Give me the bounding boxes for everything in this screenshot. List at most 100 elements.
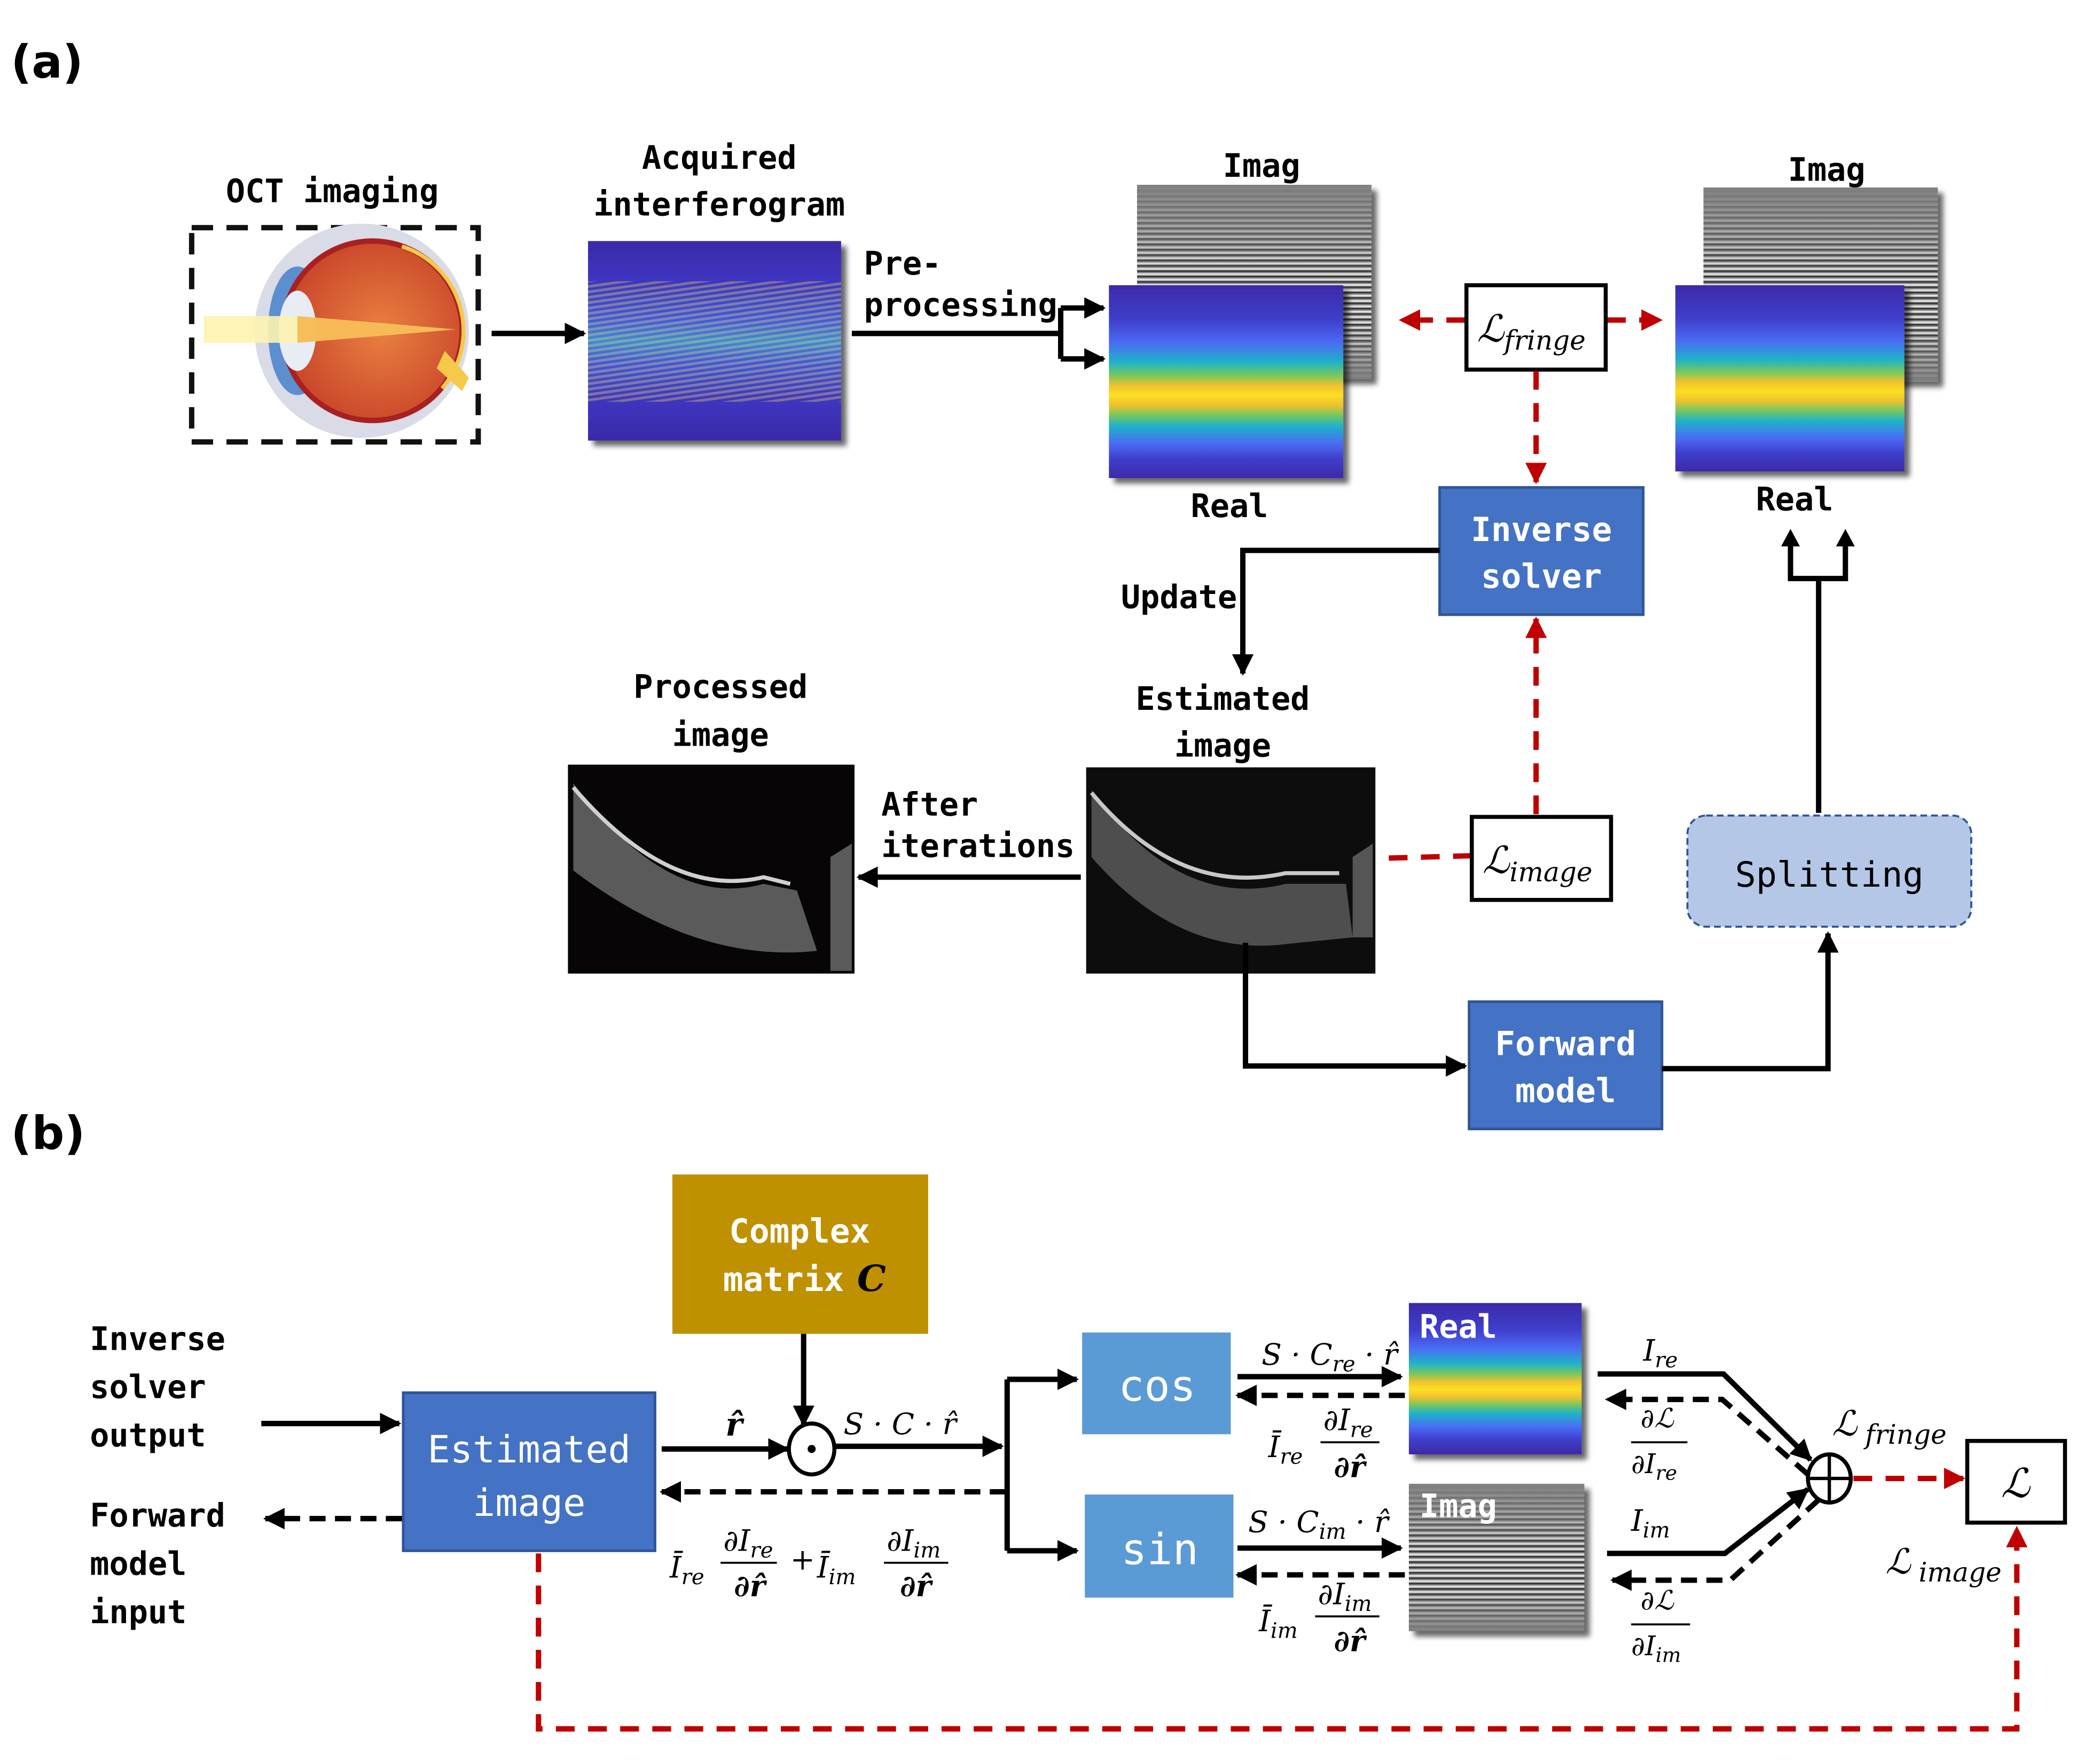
cos-forward-sub: re <box>1333 1352 1355 1376</box>
measured-real-image <box>1109 285 1344 479</box>
backprop-term1: Īre <box>669 1551 704 1590</box>
sin-label: sin <box>1121 1524 1198 1574</box>
processed-image-title-line1: Processed <box>633 668 808 706</box>
dl-dire-den-sub: re <box>1656 1461 1677 1484</box>
estimated-to-forward-arrow <box>1243 943 1468 1077</box>
l-image-symbol: ℒ <box>1886 1541 1912 1582</box>
i-im-to-sum-arrow <box>1607 1487 1810 1556</box>
inverse-solver-line2: solver <box>1481 557 1602 596</box>
acquired-title-line1: Acquired <box>642 139 797 177</box>
frac1-num: ∂I <box>723 1524 751 1558</box>
complex-matrix-line2: matrix <box>723 1260 844 1299</box>
loss-image-label: ℒimage <box>1483 839 1593 888</box>
i-im-sub: im <box>1643 1518 1670 1543</box>
backprop-frac2-num: ∂Iim <box>887 1524 941 1563</box>
i-re-sub: re <box>1655 1348 1678 1373</box>
fork-arrowhead-right <box>1836 529 1855 546</box>
cos-forward-suffix: · r̂ <box>1355 1338 1400 1372</box>
estimated-image-title-line1: Estimated <box>1135 680 1310 718</box>
sin-bw-den: ∂r̂ <box>1334 1624 1367 1658</box>
iim-sub: im <box>829 1565 856 1590</box>
estimated-imag-label: Imag <box>1788 151 1866 189</box>
dl-dim-num: ∂ℒ <box>1641 1585 1674 1616</box>
frac2-den: ∂r̂ <box>900 1569 933 1604</box>
sin-block[interactable] <box>1085 1494 1234 1598</box>
measured-imag-label: Imag <box>1223 147 1300 185</box>
frac1-den: ∂r̂ <box>734 1569 767 1604</box>
estimated-image-line1: Estimated <box>428 1428 631 1472</box>
hadamard-dot <box>808 1445 816 1453</box>
image-loss-feedback-path <box>536 1525 2028 1732</box>
eye-anatomy-icon <box>203 223 469 438</box>
sin-backward-bar: Īim <box>1258 1604 1298 1643</box>
cos-backward-bar: Īre <box>1268 1430 1303 1469</box>
estimated-image-line2: image <box>473 1481 585 1525</box>
panel-b-label: (b) <box>11 1107 85 1160</box>
i-im-label: Iim <box>1631 1504 1670 1543</box>
iim-bar: Ī <box>817 1551 830 1585</box>
sin-bw-num: ∂I <box>1318 1578 1345 1612</box>
ire-sub: re <box>681 1565 704 1590</box>
i-im-base: I <box>1631 1504 1643 1538</box>
sin-backward-num: ∂Iim <box>1318 1578 1372 1617</box>
cos-forward-label: S · Cre · r̂ <box>1261 1338 1399 1377</box>
i-re-to-sum-arrow <box>1597 1371 1813 1462</box>
inverse-solver-output-line1: Inverse <box>90 1320 225 1358</box>
cos-bw-num: ∂I <box>1323 1404 1351 1438</box>
sum-to-real-backprop <box>1604 1388 1810 1477</box>
dl-dire-den-base: ∂I <box>1631 1448 1656 1480</box>
sin-forward-sub: im <box>1319 1520 1346 1544</box>
estimated-image-block[interactable] <box>402 1391 656 1552</box>
l-image-sub: image <box>1919 1556 2002 1588</box>
forward-model-block[interactable] <box>1468 1000 1664 1131</box>
total-loss-box <box>1965 1439 2067 1525</box>
cos-bw-bar: Ī <box>1268 1430 1282 1465</box>
update-arrow <box>1232 547 1440 676</box>
frac2-num-sub: im <box>913 1538 941 1563</box>
panel-a-label: (a) <box>11 36 83 89</box>
forward-to-splitting-arrow <box>1662 931 1839 1071</box>
backprop-frac1-num: ∂Ire <box>723 1524 773 1563</box>
real-panel-label: Real <box>1420 1309 1497 1346</box>
imag-fringe-panel <box>1408 1484 1585 1631</box>
complex-matrix-line1: Complex <box>729 1212 870 1251</box>
estimated-oct-bscan <box>1086 767 1376 974</box>
r-hat-label: r̂ <box>725 1406 745 1444</box>
loss-fringe-label: ℒfringe <box>1477 307 1586 356</box>
sin-forward-suffix: · r̂ <box>1346 1505 1391 1539</box>
processed-image-title-line2: image <box>672 717 769 754</box>
sin-forward-label: S · Cim · r̂ <box>1248 1505 1390 1544</box>
cos-block[interactable] <box>1082 1332 1231 1435</box>
fork-arrowhead-left <box>1781 529 1800 546</box>
forward-model-line2: model <box>1515 1071 1616 1110</box>
l-fringe-sub: fringe <box>1863 1419 1947 1450</box>
oct-imaging-title: OCT imaging <box>226 173 438 210</box>
i-re-label: Ire <box>1643 1334 1678 1373</box>
cos-bw-den: ∂r̂ <box>1334 1450 1367 1484</box>
cos-label: cos <box>1118 1361 1196 1411</box>
loss-image-box <box>1470 815 1613 902</box>
inverse-solver-output-line2: solver <box>90 1369 206 1406</box>
splitting-block[interactable] <box>1686 815 1972 928</box>
inverse-solver-block[interactable] <box>1438 486 1645 616</box>
sin-bw-num-sub: im <box>1345 1592 1372 1616</box>
real-fringe-panel <box>1408 1303 1582 1454</box>
sum-to-imag-backprop <box>1610 1498 1821 1591</box>
l-fringe-symbol: ℒ <box>1832 1404 1858 1444</box>
loss-fringe-box <box>1464 283 1608 372</box>
complex-matrix-symbol: C <box>857 1257 886 1300</box>
sin-forward-prefix: S · C <box>1248 1505 1319 1539</box>
cos-bw-num-sub: re <box>1350 1418 1373 1442</box>
s-c-r-label: S · C · r̂ <box>843 1407 958 1442</box>
inverse-solver-output-line3: output <box>90 1417 206 1454</box>
imag-panel-label: Imag <box>1420 1488 1497 1525</box>
forward-model-input-line3: input <box>90 1594 186 1631</box>
acquired-interferogram-image <box>588 241 841 441</box>
dl-dim-den: ∂Iim <box>1631 1630 1681 1667</box>
preprocessing-line1: Pre- <box>864 245 941 283</box>
cos-forward-prefix: S · C <box>1261 1338 1333 1372</box>
acquired-title-line2: interferogram <box>593 186 845 224</box>
forward-model-input-line1: Forward <box>90 1497 225 1535</box>
complex-matrix-block[interactable] <box>672 1174 928 1334</box>
